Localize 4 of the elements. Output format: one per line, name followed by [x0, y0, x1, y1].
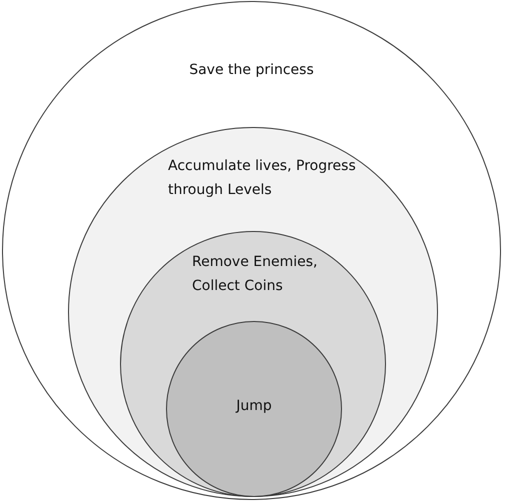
level-label: Remove Enemies, Collect Coins: [192, 253, 318, 296]
level-label: Accumulate lives, Progress through Levels: [168, 157, 357, 200]
level-label: Save the princess: [188, 61, 315, 80]
level-label: Jump: [234, 397, 273, 416]
